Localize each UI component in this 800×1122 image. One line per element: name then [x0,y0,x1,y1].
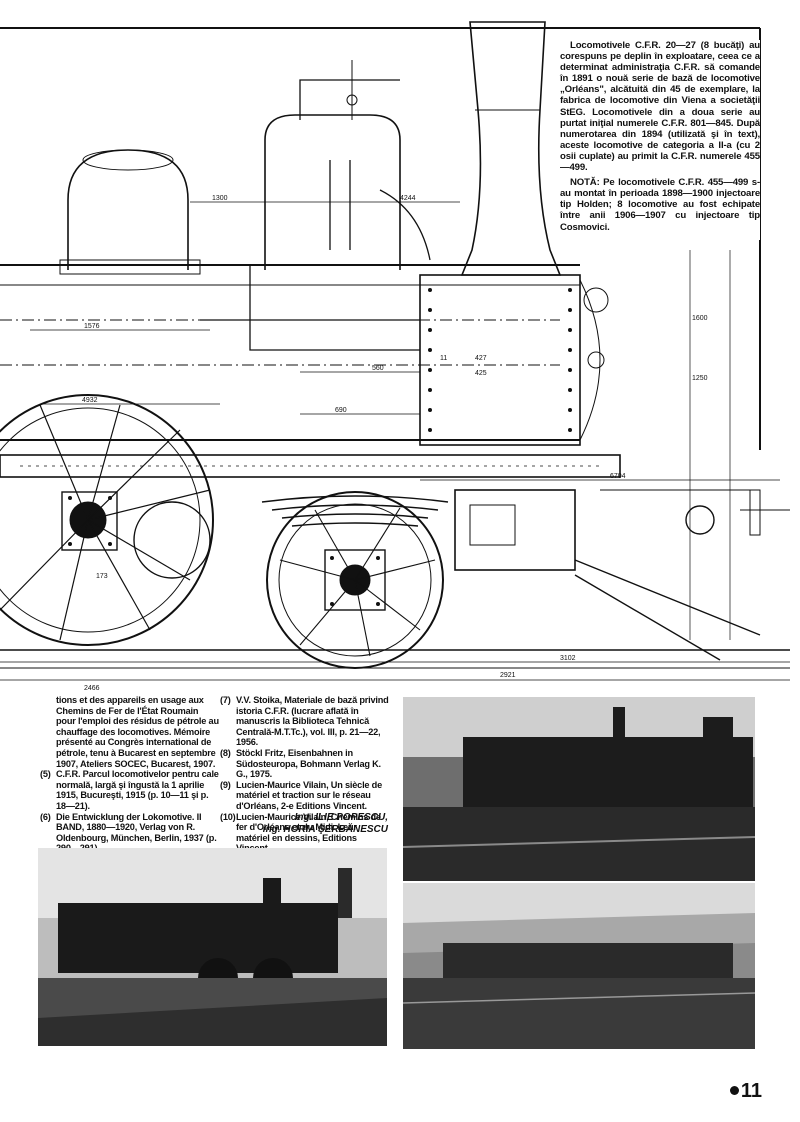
dimension-label: 11 [440,355,447,362]
author-name: ing. HORIA ŞERBĂNESCU [262,824,388,835]
reference-item: (8) Stöckl Fritz, Eisenbahnen in Südoste… [220,747,381,780]
dimension-label: 173 [96,573,108,580]
dimension-label: 6704 [610,473,626,480]
references-right-column: (7) V.V. Stoika, Materiale de bază privi… [220,695,390,854]
locomotive-photo [38,848,387,1046]
authors-byline: Ing. ILIE POPESCU, ing. HORIA ŞERBĂNESCU [250,812,388,836]
dimension-label: 425 [475,370,487,377]
references-left-column: tions et des appareils en usage aux Chem… [40,695,220,854]
bullet-icon [729,1086,739,1096]
dimension-label: 2466 [84,685,100,692]
reference-item: (9) Lucien-Maurice Vilain, Un siècle de … [220,779,383,811]
locomotive-technical-drawing: 1300 4244 1576 560 690 4932 3102 2921 24… [0,20,790,692]
intro-text-box: Locomotivele C.F.R. 20—27 (8 bucăţi) au … [560,40,760,240]
reference-item: tions et des appareils en usage aux Chem… [56,695,219,769]
train-station-photo [403,883,755,1049]
locomotive-photo [403,697,755,881]
dimension-label: 427 [475,355,487,362]
author-name: Ing. ILIE POPESCU, [294,812,388,823]
dimension-label: 1600 [692,315,708,322]
dimension-label: 1300 [212,195,228,202]
dimension-label: 690 [335,407,347,414]
page-number: 11 [729,1080,762,1103]
note-paragraph: NOTĂ: Pe locomotivele C.F.R. 455—499 s-a… [560,177,760,233]
intro-paragraph: Locomotivele C.F.R. 20—27 (8 bucăţi) au … [560,40,760,174]
dimension-label: 1576 [84,323,100,330]
dimension-label: 3102 [560,655,576,662]
dimension-label: 4932 [82,397,98,404]
dimension-label: 560 [372,365,384,372]
reference-item: (7) V.V. Stoika, Materiale de bază privi… [220,695,389,748]
dimension-label: 2921 [500,672,516,679]
reference-item: (5) C.F.R. Parcul locomotivelor pentru c… [40,769,219,811]
dimension-label: 4244 [400,195,416,202]
dimension-label: 1250 [692,375,708,382]
